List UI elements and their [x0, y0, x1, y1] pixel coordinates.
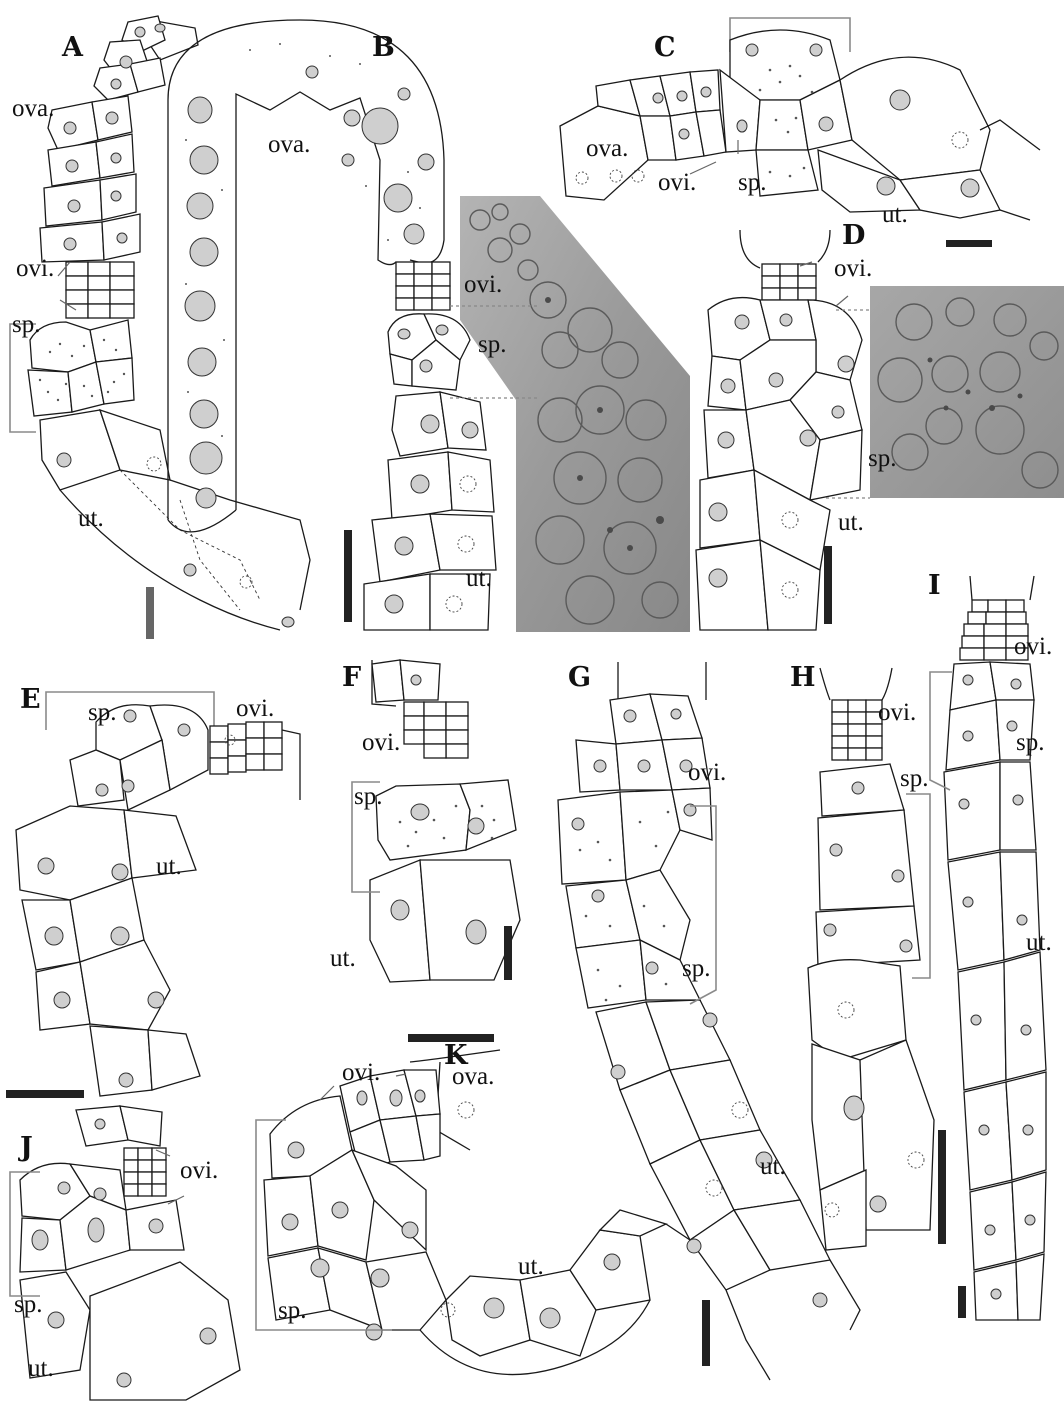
panel-label-d: D — [842, 220, 865, 251]
label-ovary: ova. — [268, 131, 310, 158]
label-ovary: ova. — [452, 1063, 494, 1090]
label-spermatheca: sp. — [868, 445, 896, 472]
label-uterus: ut. — [466, 565, 492, 592]
panel-f — [352, 660, 520, 982]
label-uterus: ut. — [1026, 929, 1052, 956]
label-uterus: ut. — [330, 945, 356, 972]
label-spermatheca: sp. — [682, 955, 710, 982]
panel-label-e: E — [20, 684, 41, 715]
label-ovary: ova. — [586, 135, 628, 162]
label-spermatheca: sp. — [278, 1297, 306, 1324]
label-uterus: ut. — [78, 505, 104, 532]
label-spermatheca: sp. — [88, 699, 116, 726]
panel-a — [10, 16, 310, 639]
panel-c — [560, 18, 1040, 247]
label-oviduct: ovi. — [236, 695, 274, 722]
label-ovary: ova. — [12, 95, 54, 122]
label-oviduct: ovi. — [464, 271, 502, 298]
panel-label-h: H — [790, 662, 816, 693]
label-uterus: ut. — [838, 509, 864, 536]
label-spermatheca: sp. — [738, 169, 766, 196]
label-spermatheca: sp. — [1016, 729, 1044, 756]
label-spermatheca: sp. — [900, 765, 928, 792]
label-oviduct: ovi. — [342, 1059, 380, 1086]
photo-inset-d — [826, 286, 1064, 498]
panel-d — [696, 230, 862, 630]
panel-label-j: J — [18, 1132, 33, 1163]
panel-label-f: F — [342, 662, 361, 693]
panel-label-b: B — [372, 32, 395, 63]
label-oviduct: ovi. — [362, 729, 400, 756]
panel-h — [808, 668, 946, 1250]
panel-label-a: A — [61, 32, 84, 63]
label-uterus: ut. — [760, 1153, 786, 1180]
label-uterus: ut. — [156, 853, 182, 880]
label-uterus: ut. — [28, 1355, 54, 1382]
label-spermatheca: sp. — [354, 783, 382, 810]
label-uterus: ut. — [882, 201, 908, 228]
label-oviduct: ovi. — [834, 255, 872, 282]
panel-label-i: I — [928, 570, 941, 601]
label-uterus: ut. — [518, 1253, 544, 1280]
label-oviduct: ovi. — [658, 169, 696, 196]
label-spermatheca: sp. — [12, 311, 40, 338]
panel-label-c: C — [654, 32, 676, 63]
label-spermatheca: sp. — [14, 1291, 42, 1318]
label-oviduct: ovi. — [180, 1157, 218, 1184]
label-oviduct: ovi. — [688, 759, 726, 786]
label-spermatheca: sp. — [478, 331, 506, 358]
label-oviduct: ovi. — [16, 255, 54, 282]
panel-label-g: G — [568, 662, 591, 693]
label-oviduct: ovi. — [1014, 633, 1052, 660]
label-oviduct: ovi. — [878, 699, 916, 726]
panel-e — [6, 692, 300, 1098]
